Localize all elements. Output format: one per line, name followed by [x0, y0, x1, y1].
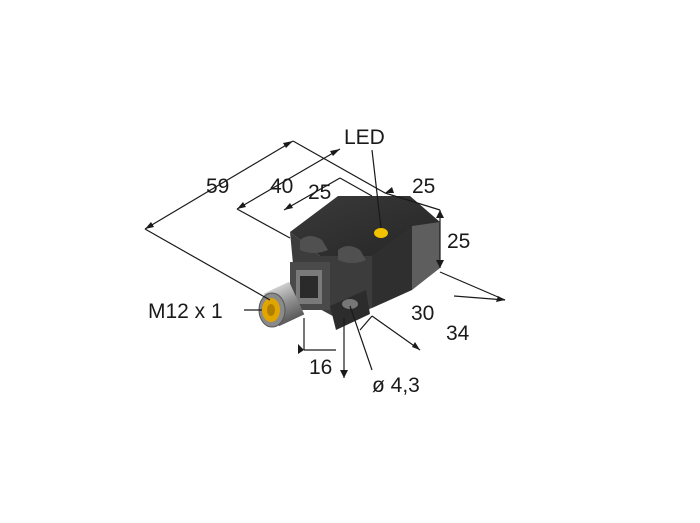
- label-thread: M12 x 1: [148, 300, 223, 323]
- sensor-body: [290, 196, 440, 330]
- label-16: 16: [309, 356, 332, 379]
- label-25-side: 25: [412, 175, 435, 198]
- body-front-face: [372, 226, 412, 308]
- dimension-lines: [144, 140, 506, 378]
- label-40: 40: [270, 175, 293, 198]
- label-25-front: 25: [308, 181, 331, 204]
- label-34: 34: [446, 322, 470, 345]
- label-led: LED: [344, 126, 385, 149]
- mounting-hole: [342, 299, 358, 309]
- dimension-labels: LED 59 40 25 25 25 30 34 16 ø 4,3 M12 x …: [148, 126, 470, 397]
- body-side-face: [412, 222, 440, 290]
- dimension-arrows: [145, 141, 505, 378]
- body-top-face: [290, 196, 440, 256]
- mounting-lug: [330, 290, 370, 330]
- label-30: 30: [411, 302, 434, 325]
- label-25-height: 25: [447, 230, 470, 253]
- mounting-rib: [300, 236, 328, 253]
- label-hole-diameter: ø 4,3: [372, 374, 420, 397]
- led-indicator: [374, 228, 388, 238]
- label-59: 59: [206, 175, 229, 198]
